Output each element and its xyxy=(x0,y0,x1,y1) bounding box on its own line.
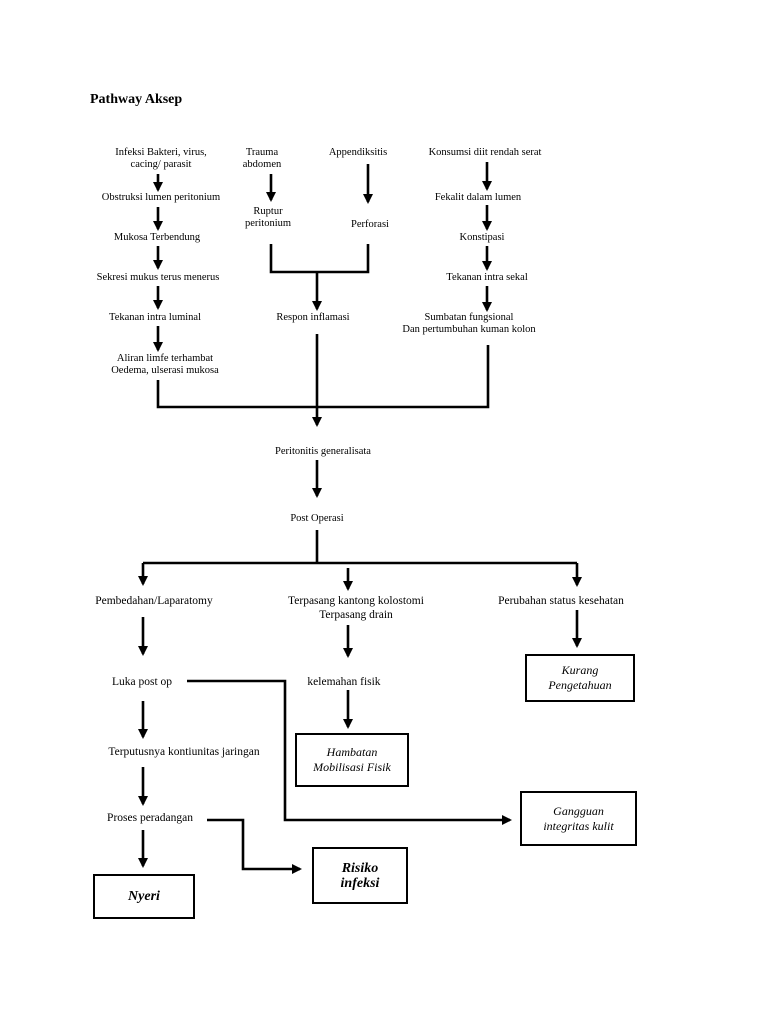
connector-ruptur-perforasi xyxy=(269,244,370,274)
node-perforasi: Perforasi xyxy=(351,219,389,230)
connector-aliran-merge xyxy=(156,345,490,409)
node-post-operasi: Post Operasi xyxy=(290,513,344,524)
arrow-proses-risiko xyxy=(207,818,302,874)
box-kurang-pengetahuan: Kurang Pengetahuan xyxy=(525,654,635,702)
node-appendiksitis: Appendiksitis xyxy=(328,147,388,158)
node-pembedahan: Pembedahan/Laparatomy xyxy=(95,595,213,607)
node-fekalit: Fekalit dalam lumen xyxy=(434,192,522,203)
node-mukosa: Mukosa Terbendung xyxy=(113,232,201,243)
box-kurang-label: Kurang Pengetahuan xyxy=(548,663,612,692)
diagram-title: Pathway Aksep xyxy=(90,92,183,107)
node-tekanan-sekal: Tekanan intra sekal xyxy=(446,272,528,283)
arrow-luka-gangguan xyxy=(187,679,512,825)
box-gangguan-integritas: Gangguan integritas kulit xyxy=(520,791,637,846)
node-luka: Luka post op xyxy=(111,676,173,688)
box-risiko-infeksi: Risiko infeksi xyxy=(312,847,408,904)
node-proses: Proses peradangan xyxy=(107,812,193,824)
node-respon: Respon inflamasi xyxy=(276,312,350,323)
box-nyeri-label: Nyeri xyxy=(128,889,160,904)
box-risiko-label: Risiko infeksi xyxy=(340,860,380,891)
node-obstruksi: Obstruksi lumen peritonium xyxy=(101,192,221,203)
node-infeksi: Infeksi Bakteri, virus,cacing/ parasit xyxy=(115,147,207,170)
box-hambatan-label: Hambatan Mobilisasi Fisik xyxy=(313,745,391,774)
box-hambatan-mobilisasi: Hambatan Mobilisasi Fisik xyxy=(295,733,409,787)
node-terputusnya: Terputusnya kontiunitas jaringan xyxy=(108,746,260,758)
box-nyeri: Nyeri xyxy=(93,874,195,919)
node-konstipasi: Konstipasi xyxy=(459,232,505,243)
node-peritonitis: Peritonitis generalisata xyxy=(275,446,371,457)
node-sekresi: Sekresi mukus terus menerus xyxy=(96,272,220,283)
node-perubahan: Perubahan status kesehatan xyxy=(498,595,624,607)
node-kelemahan: kelemahan fisik xyxy=(307,676,381,688)
box-gangguan-label: Gangguan integritas kulit xyxy=(543,803,614,833)
node-tekanan-luminal: Tekanan intra luminal xyxy=(109,312,201,323)
node-konsumsi: Konsumsi diit rendah serat xyxy=(428,147,542,158)
